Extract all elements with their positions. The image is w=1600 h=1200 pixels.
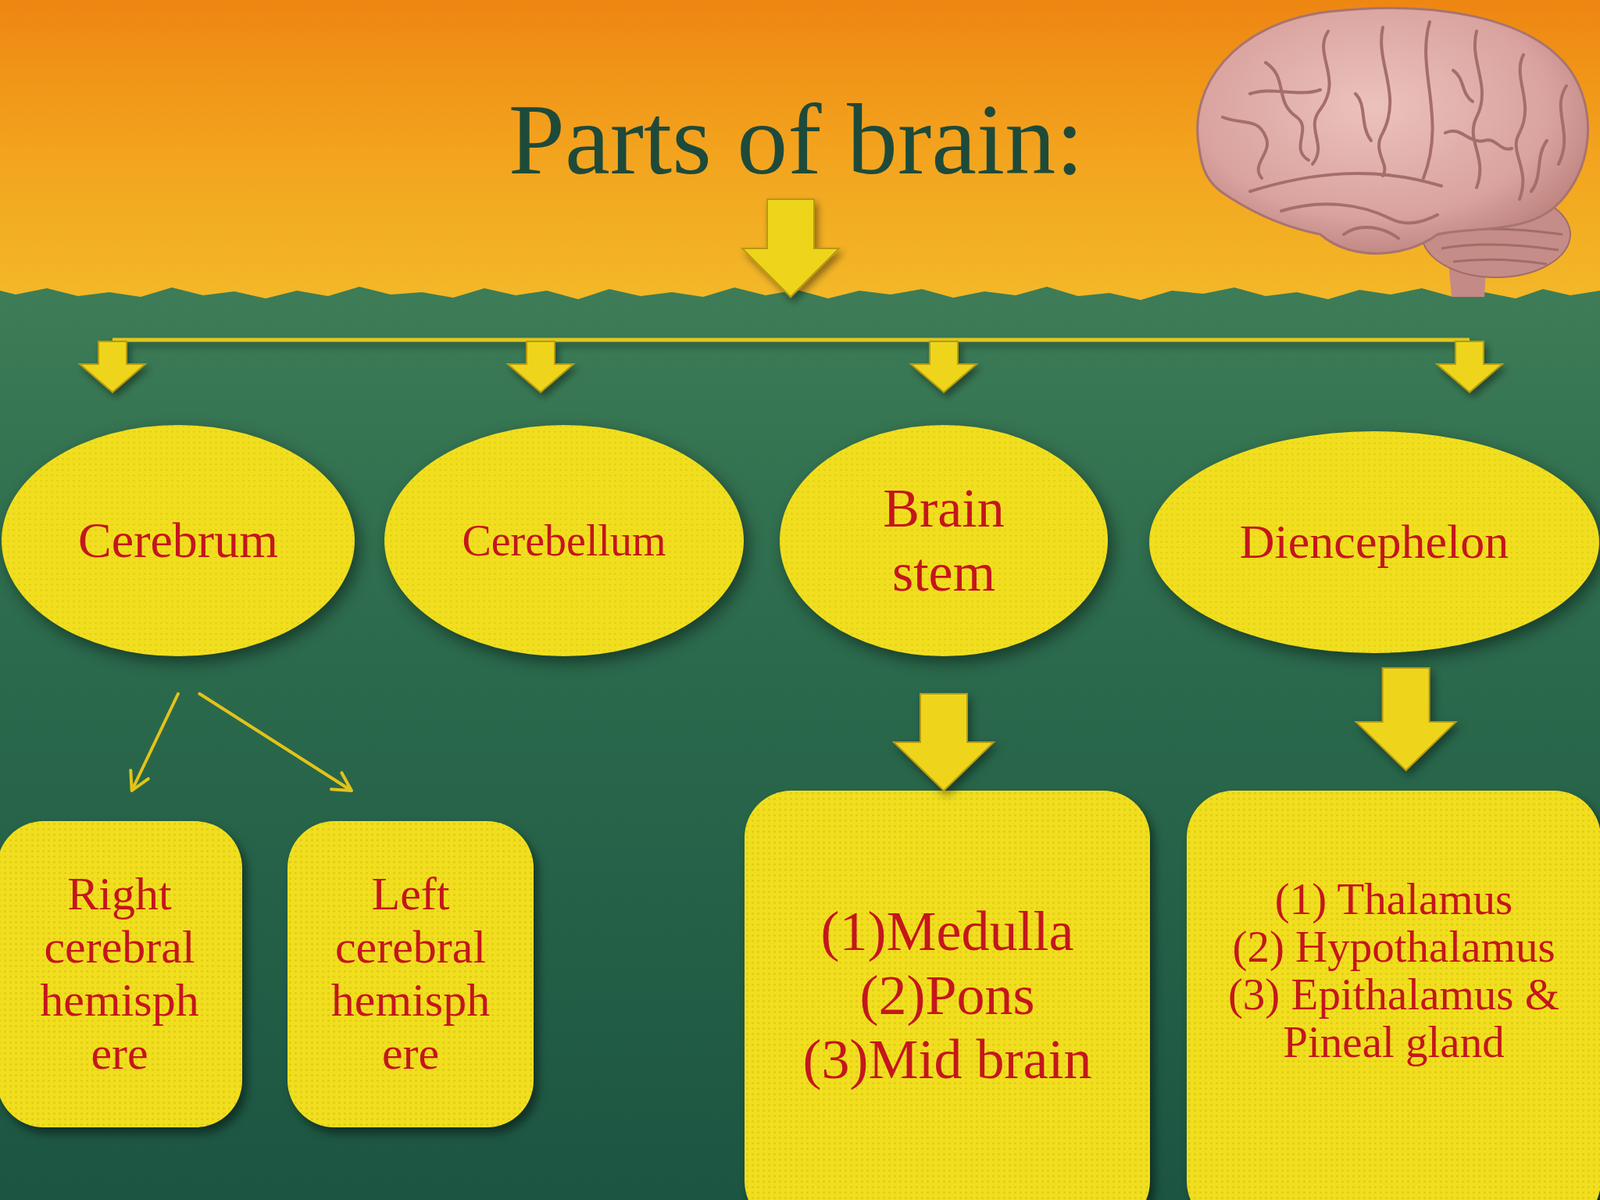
- arrow-connector: [130, 693, 179, 791]
- ellipse-fill: [1, 425, 355, 657]
- rounded-box: Right cerebral hemisphere: [0, 821, 243, 1128]
- node-text: Right cerebral hemisphere: [35, 867, 204, 1080]
- ellipse-fill: [779, 425, 1108, 657]
- node-text: (2) Hypothalamus: [1221, 922, 1566, 971]
- node-text: Cerebellum: [400, 515, 729, 566]
- title-arrow: [742, 199, 840, 297]
- ellipse-texture: [779, 425, 1108, 657]
- ellipse-node: Cerebellum: [382, 423, 746, 658]
- ellipse-texture: [384, 425, 744, 657]
- block-arrow-shape: [893, 693, 994, 791]
- node-text: Brain stem: [850, 476, 1038, 605]
- ellipse-outline: [778, 423, 1110, 658]
- arrow-connector: [199, 693, 352, 791]
- block-arrow-shape: [1356, 667, 1457, 771]
- orange-band: [0, 0, 1600, 300]
- branch-arrow: [79, 341, 146, 393]
- branch-arrow: [1436, 341, 1503, 393]
- ellipse-texture: [1, 425, 355, 657]
- branch-arrow: [910, 341, 977, 393]
- title: Parts of brain:: [0, 88, 1593, 190]
- node-text: (2)Pons: [760, 963, 1136, 1028]
- rounded-box: (1) Thalamus(2) Hypothalamus(3) Epithala…: [1186, 790, 1600, 1200]
- ellipse-node: Brain stem: [778, 423, 1110, 658]
- rounded-box: (1)Medulla(2)Pons(3)Mid brain: [744, 790, 1150, 1200]
- hub-connector: [79, 199, 1503, 393]
- ellipse-node: Cerebrum: [0, 423, 357, 658]
- node-text: (1) Thalamus: [1221, 875, 1566, 923]
- ellipse-fill: [1149, 431, 1600, 654]
- node-text: (1)Medulla: [760, 899, 1136, 964]
- connector-line: [199, 693, 352, 791]
- node-text: (3) Epithalamus & Pineal gland: [1221, 970, 1566, 1066]
- node-text: Diencephelon: [1163, 514, 1586, 570]
- block-arrow: [893, 693, 994, 791]
- ellipse-node: Diencephelon: [1147, 429, 1600, 655]
- brain-illustration: [1197, 7, 1589, 297]
- node-text: (3)Mid brain: [760, 1027, 1136, 1092]
- node-text: Cerebrum: [14, 511, 343, 570]
- ellipse-fill: [384, 425, 744, 657]
- node-text: Left cerebral hemisphere: [326, 867, 495, 1080]
- branch-arrow: [507, 341, 574, 393]
- ellipse-texture: [1149, 431, 1600, 654]
- block-arrow: [1356, 667, 1457, 771]
- brain-gyri: [1222, 21, 1567, 239]
- rounded-box: Left cerebral hemisphere: [287, 821, 534, 1128]
- connector-line: [130, 693, 179, 791]
- hub-line: [112, 338, 1470, 343]
- cerebellum-folds: [1437, 228, 1563, 265]
- cerebrum-shape: [1197, 7, 1589, 254]
